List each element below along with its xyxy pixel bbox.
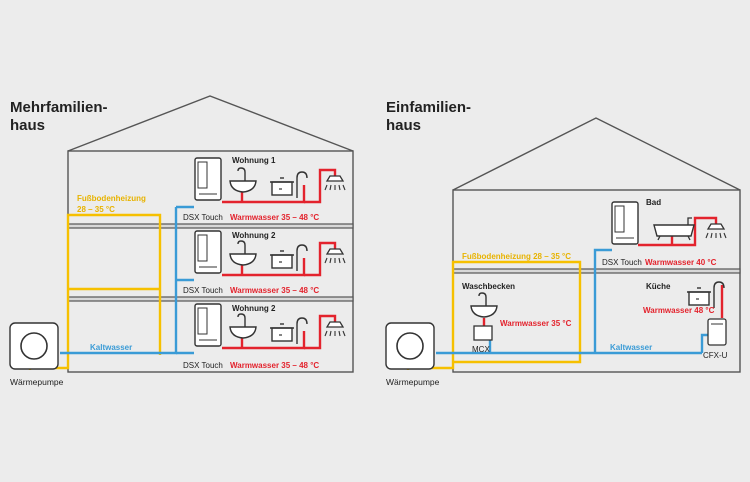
- room-label-kueche: Küche: [646, 282, 671, 291]
- shower-icon: [705, 223, 727, 239]
- shower-icon: [324, 321, 346, 337]
- right-cold-water-label: Kaltwasser: [610, 343, 652, 352]
- water-heater-icon: [194, 230, 222, 274]
- left-warm-water-pipes: [222, 168, 337, 350]
- sink-icon: [229, 167, 257, 193]
- warm-water-label-waschbecken: Warmwasser 35 °C: [500, 319, 572, 328]
- left-cold-water-pipes: [60, 205, 194, 355]
- device-label-mcx: MCX: [472, 345, 490, 354]
- left-roof: [67, 95, 354, 152]
- device-label: DSX Touch: [183, 361, 223, 370]
- water-heater-icon: [194, 157, 222, 201]
- right-roof: [452, 117, 741, 191]
- sink-icon: [470, 292, 498, 318]
- left-floor-1: Wohnung 1 DSX Touch Warmwasser 35 – 48 °…: [183, 156, 346, 222]
- right-kueche: Küche CFX-U Warmwasser 48 °C: [643, 281, 728, 360]
- apartment-label: Wohnung 1: [232, 156, 276, 165]
- left-heat-pump-icon: [9, 322, 59, 370]
- warm-water-label: Warmwasser 35 – 48 °C: [230, 361, 319, 370]
- left-floor-divider-2: [67, 296, 354, 302]
- mcx-device-icon: [473, 325, 493, 341]
- right-waschbecken: Waschbecken MCX Warmwasser 35 °C: [462, 282, 572, 354]
- cooking-pot-icon: [269, 171, 308, 199]
- left-floor-heating-label-2: 28 – 35 °C: [77, 205, 115, 214]
- sink-icon: [229, 240, 257, 266]
- warm-water-label-kueche: Warmwasser 48 °C: [643, 306, 715, 315]
- room-label-bad: Bad: [646, 198, 661, 207]
- left-floor-2: Wohnung 2 DSX Touch Warmwasser 35 – 48 °…: [183, 230, 346, 295]
- right-house: Einfamilien- haus Wärmepumpe Fußbodenhei…: [385, 99, 741, 387]
- left-house: Mehrfamilien- haus: [9, 95, 354, 387]
- cooking-pot-icon: [686, 281, 725, 309]
- cfx-u-device-icon: [707, 318, 727, 346]
- apartment-label: Wohnung 2: [232, 304, 276, 313]
- right-floor-divider: [452, 268, 741, 274]
- shower-icon: [324, 248, 346, 264]
- device-label-cfx-u: CFX-U: [703, 351, 728, 360]
- left-floor-3: Wohnung 2 DSX Touch Warmwasser 35 – 48 °…: [183, 303, 346, 370]
- water-heater-icon: [194, 303, 222, 347]
- device-label-bad: DSX Touch: [602, 258, 642, 267]
- right-house-title-line1: Einfamilien-: [386, 99, 471, 116]
- warm-water-label: Warmwasser 35 – 48 °C: [230, 213, 319, 222]
- right-floor-heating-label: Fußbodenheizung 28 – 35 °C: [462, 252, 571, 261]
- right-bad: Bad DSX Touch Warmwasser 40 °C: [602, 198, 727, 267]
- left-cold-water-label: Kaltwasser: [90, 343, 132, 352]
- cooking-pot-icon: [269, 317, 308, 345]
- left-house-title-line2: haus: [10, 117, 45, 134]
- warm-water-label: Warmwasser 35 – 48 °C: [230, 286, 319, 295]
- room-label-waschbecken: Waschbecken: [462, 282, 515, 291]
- warm-water-label-bad: Warmwasser 40 °C: [645, 258, 717, 267]
- cooking-pot-icon: [269, 244, 308, 272]
- left-floor-divider-1: [67, 223, 354, 229]
- device-label: DSX Touch: [183, 286, 223, 295]
- bathtub-icon: [653, 217, 695, 241]
- left-floor-heating-label-1: Fußbodenheizung: [77, 194, 146, 203]
- right-heat-pump-icon: [385, 322, 435, 370]
- right-heat-pump-label: Wärmepumpe: [386, 377, 440, 387]
- left-house-title-line1: Mehrfamilien-: [10, 99, 108, 116]
- left-heat-pump-label: Wärmepumpe: [10, 377, 64, 387]
- sink-icon: [229, 313, 257, 339]
- shower-icon: [324, 175, 346, 191]
- device-label: DSX Touch: [183, 213, 223, 222]
- apartment-label: Wohnung 2: [232, 231, 276, 240]
- water-heater-icon: [611, 201, 639, 245]
- right-warm-water-pipes: [482, 216, 724, 326]
- right-house-title-line2: haus: [386, 117, 421, 134]
